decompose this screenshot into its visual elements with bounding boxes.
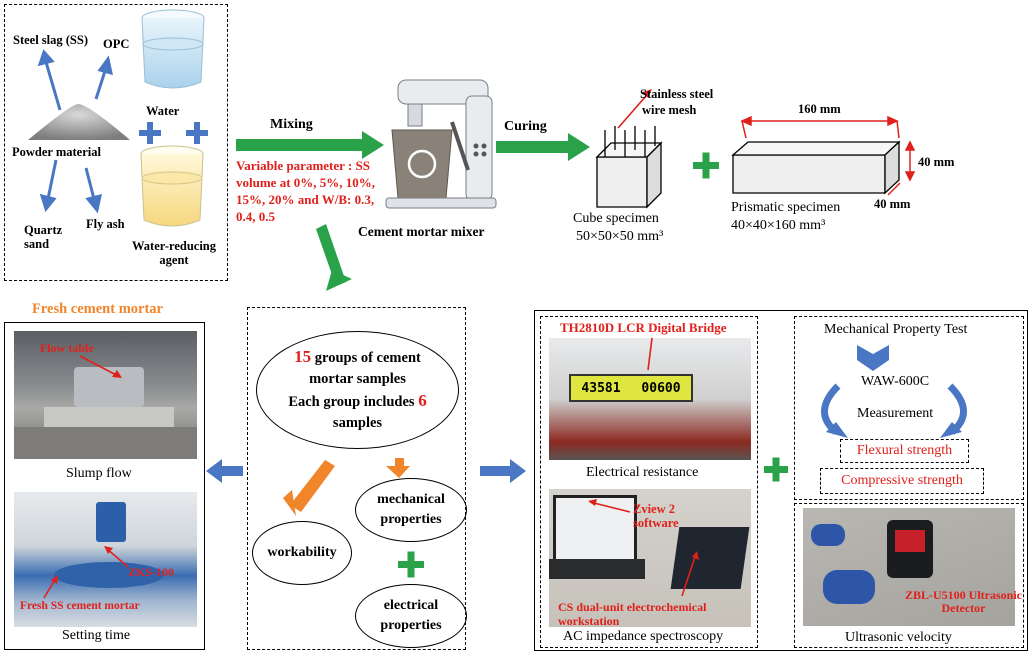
ac-impedance-label: AC impedance spectroscopy: [563, 629, 724, 644]
steel-slag-label: Steel slag (SS): [13, 33, 88, 47]
raw-materials-frame: [4, 4, 228, 281]
mixer-drawing: [385, 79, 497, 209]
powder-label: Powder material: [12, 145, 101, 159]
fly-ash-label: Fly ash: [86, 217, 125, 231]
fresh-mortar-frame: [4, 322, 205, 650]
length-dimension: 160 mm: [798, 102, 841, 116]
flexural-box: Flexural strength: [840, 439, 969, 463]
groups-frame: [247, 307, 466, 650]
groups-ellipse: 15 groups of cement mortar samples Each …: [256, 331, 459, 449]
slump-flow-label: Slump flow: [66, 466, 132, 481]
mixing-label: Mixing: [270, 117, 313, 132]
bridge-label: TH2810D LCR Digital Bridge: [560, 320, 727, 335]
height-dimension: 40 mm: [918, 155, 955, 169]
compressive-box: Compressive strength: [820, 468, 984, 494]
water-beaker: [141, 9, 205, 89]
display-right: 00600: [641, 380, 681, 396]
lcr-bridge-photo: 43581 00600: [549, 338, 751, 460]
tests-frame: [534, 310, 1028, 651]
mechanical-frame: [794, 316, 1024, 500]
electrical-resistance-label: Electrical resistance: [586, 465, 699, 480]
mechanical-title: Mechanical Property Test: [824, 322, 968, 337]
powder-pile: [28, 104, 130, 140]
opc-label: OPC: [103, 37, 130, 51]
workability-ellipse: workability: [252, 521, 352, 585]
water-reducing-beaker: [140, 145, 204, 227]
ultrasonic-label: Ultrasonic velocity: [845, 630, 952, 645]
ultrasonic-photo: [803, 508, 1015, 626]
zks-label: ZKS-100: [128, 565, 175, 579]
water-label: Water: [146, 104, 180, 118]
fresh-mortar-title: Fresh cement mortar: [32, 301, 163, 317]
variable-parameter-text: Variable parameter : SS volume at 0%, 5%…: [236, 158, 376, 224]
flow-table-label: Flow table: [40, 341, 94, 355]
width-dimension: 40 mm: [874, 197, 911, 211]
prismatic-specimen: [731, 140, 901, 195]
fresh-ss-label: Fresh SS cement mortar: [20, 600, 140, 612]
electrical-frame: [540, 316, 758, 648]
setting-time-label: Setting time: [62, 628, 131, 643]
flow-table-photo: [14, 331, 197, 459]
cube-specimen: [595, 126, 663, 209]
curing-label: Curing: [504, 119, 547, 134]
machine-label: WAW-600C: [861, 374, 930, 389]
ultrasonic-frame: [794, 503, 1024, 648]
display-left: 43581: [581, 380, 621, 396]
mixer-label: Cement mortar mixer: [358, 224, 485, 239]
measurement-label: Measurement: [857, 406, 934, 421]
